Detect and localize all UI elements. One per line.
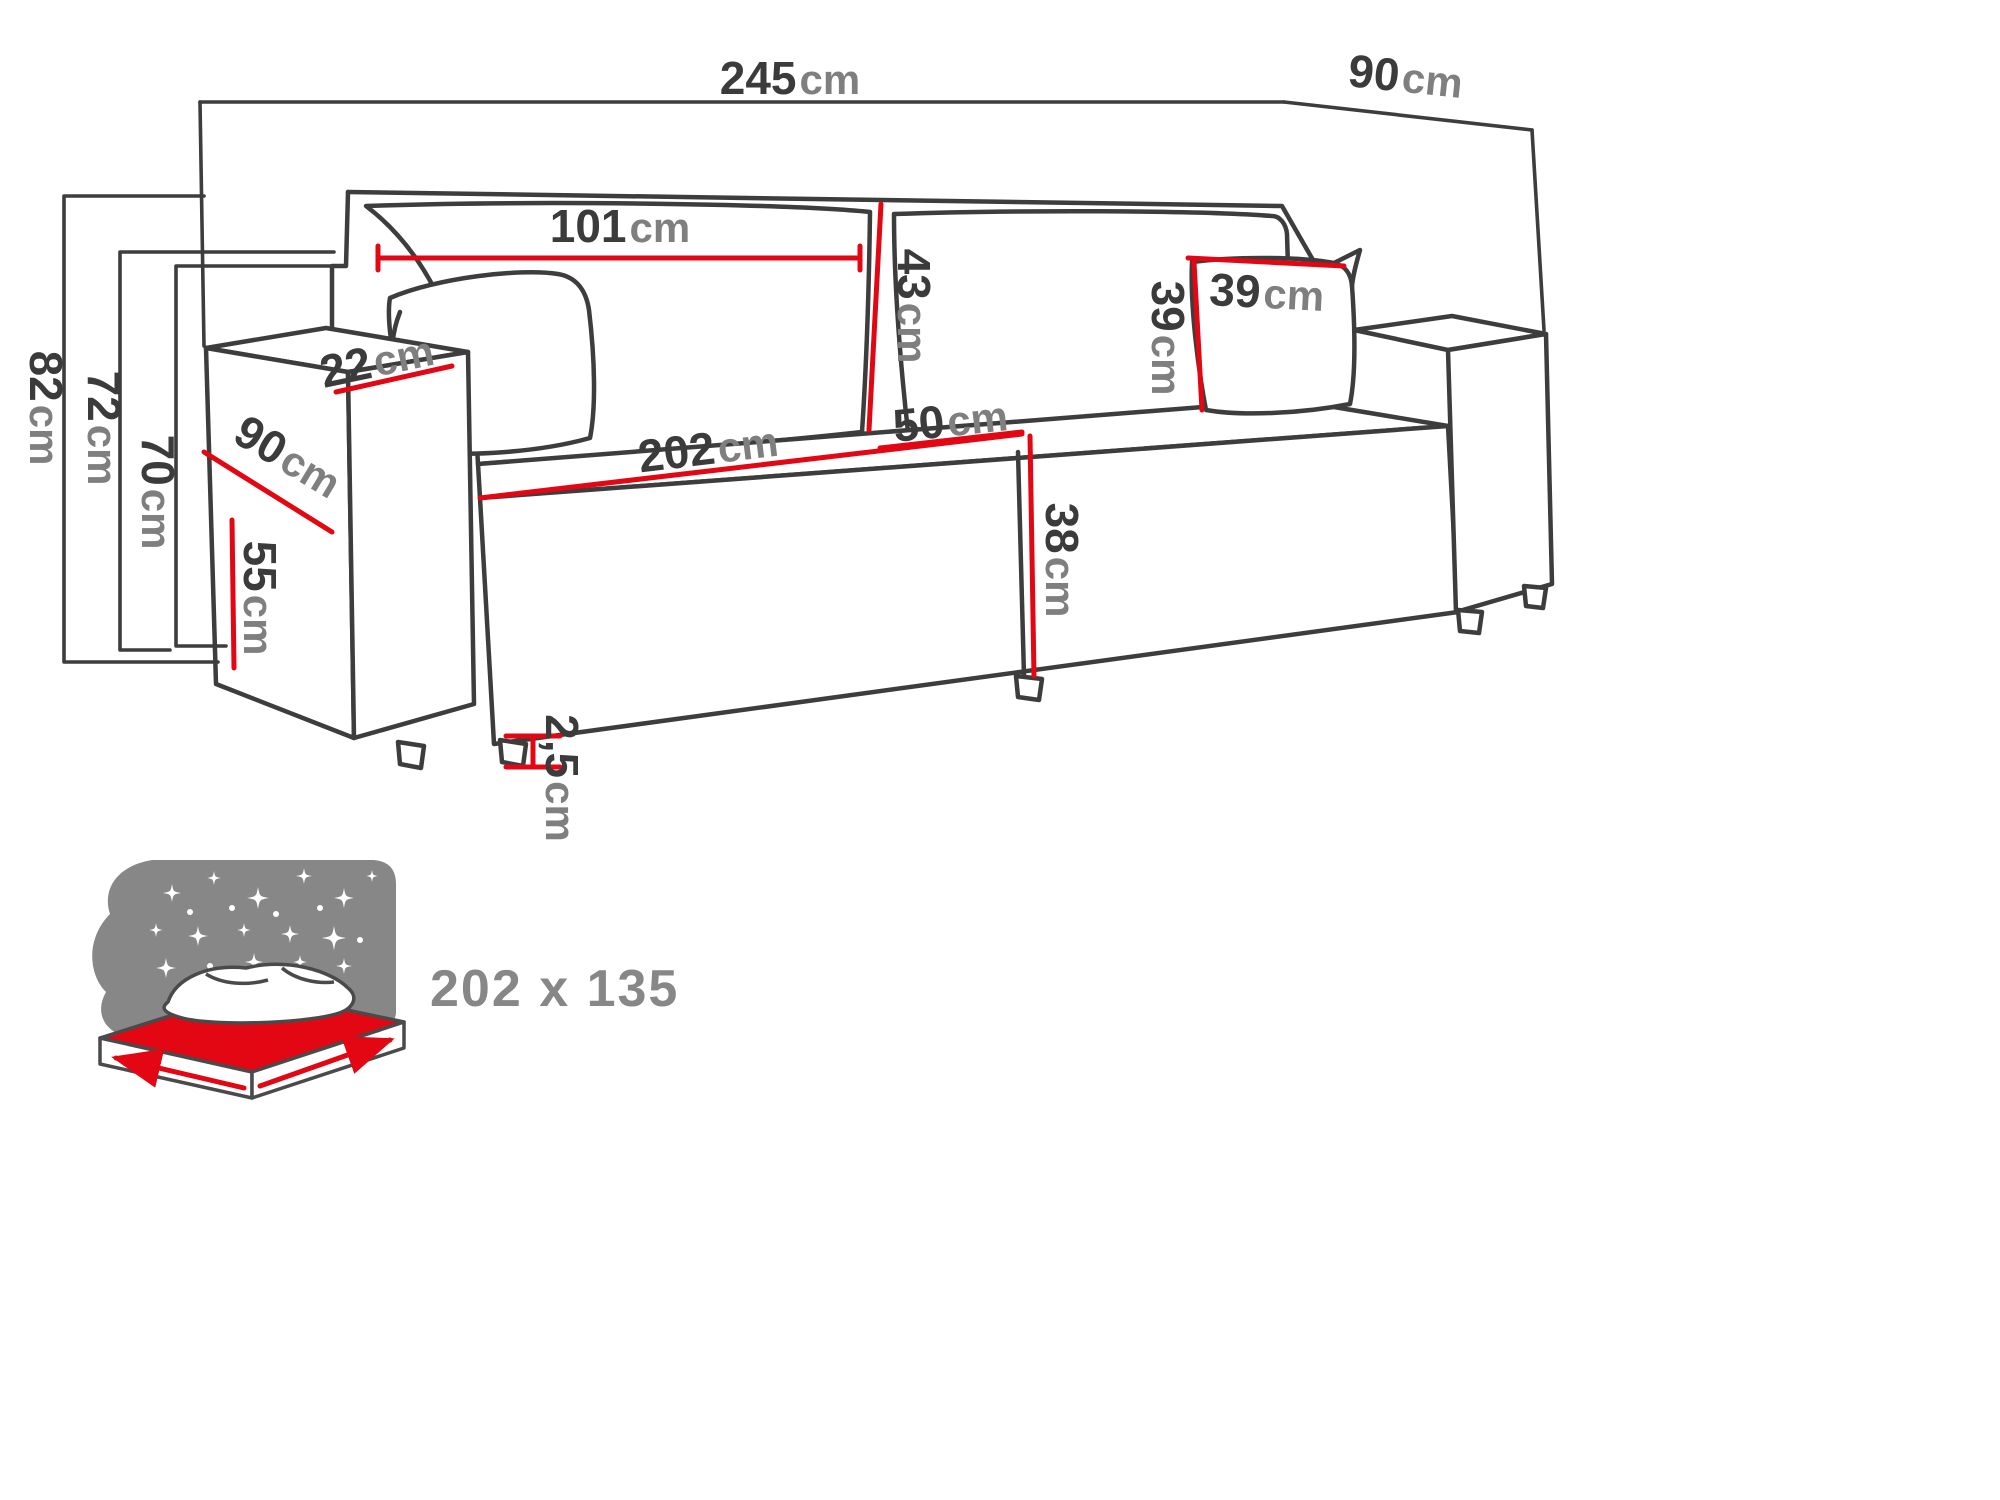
label-overall-height: 82cm: [20, 351, 72, 466]
star-icon: [156, 958, 176, 978]
label-seat-depth: 50cm: [890, 388, 1010, 452]
dim-extension-right: [1530, 128, 1546, 332]
label-seat-height: 38cm: [1036, 503, 1088, 618]
label-leg-height: 2,5cm: [536, 714, 588, 842]
star-dot: [229, 905, 235, 911]
dim-line-seat-height: [1027, 433, 1037, 679]
dim-line-height-70: [174, 264, 344, 648]
star-icon: [245, 953, 263, 971]
armrest-right-front: [1445, 331, 1555, 615]
leg: [1455, 607, 1485, 636]
label-overall-depth: 90cm: [1346, 44, 1466, 108]
dim-line-armrest-depth: [201, 449, 335, 535]
star-icon: [281, 925, 299, 943]
star-icon: [163, 884, 181, 902]
star-dot: [273, 911, 279, 917]
star-icon: [334, 888, 354, 908]
label-seat-width: 202cm: [635, 414, 781, 483]
duvet-fold: [205, 972, 269, 986]
label-pillow-height: 39cm: [1142, 281, 1194, 396]
star-icon: [293, 955, 307, 969]
label-backrest-cushion-height: 43cm: [888, 249, 940, 364]
star-icon: [336, 958, 352, 974]
star-icon: [247, 887, 269, 909]
dimension-lines-red: [201, 201, 1347, 770]
sleeping-function-icon: 202 x 135: [92, 860, 679, 1100]
leg: [1013, 673, 1045, 703]
leg: [395, 739, 427, 771]
label-backrest-cushion-width: 101cm: [550, 200, 690, 252]
label-pillow-width: 39cm: [1208, 263, 1325, 321]
sofa-legs: [395, 583, 1549, 771]
armrest-left-front: [345, 349, 477, 741]
star-icon: [188, 926, 208, 946]
leg: [497, 737, 529, 769]
label-armrest-front-height: 55cm: [234, 541, 286, 656]
duvet-fold: [280, 966, 335, 985]
dim-line-armrest-front-height: [229, 517, 237, 671]
label-overall-width: 245cm: [720, 52, 860, 104]
dim-line-backrest-height: [866, 201, 884, 433]
mattress-width-arrow: [111, 1048, 247, 1091]
dim-line-overall-depth: [1282, 100, 1534, 132]
star-dot: [187, 909, 193, 915]
star-icon: [322, 926, 346, 950]
star-icon: [366, 870, 378, 882]
dim-line-height-72: [118, 250, 336, 652]
dim-line-seat-width: [477, 431, 1025, 501]
dim-line-leg-height: [503, 733, 563, 770]
star-dot: [357, 937, 363, 943]
stars: [149, 868, 378, 978]
sleeping-area-size-label: 202 x 135: [430, 960, 679, 1018]
star-icon: [296, 868, 312, 884]
star-icon: [149, 923, 163, 937]
dim-line-pillow-width: [1185, 255, 1347, 269]
mattress-length-arrow: [257, 1036, 395, 1089]
star-dot: [317, 905, 323, 911]
dim-line-armrest-width: [333, 363, 455, 395]
dim-extension-left: [198, 100, 206, 348]
star-dot: [207, 963, 213, 969]
seat-split-seam: [1015, 449, 1027, 679]
label-backrest-height-floor: 72cm: [78, 371, 130, 486]
dim-line-height-82: [62, 194, 220, 664]
leg: [1521, 583, 1549, 611]
dimension-lines-gray: [62, 100, 1546, 664]
star-icon: [237, 923, 251, 937]
dim-line-backrest-width: [375, 243, 863, 273]
label-armrest-height-floor: 70cm: [132, 435, 184, 550]
dim-line-pillow-height: [1191, 259, 1205, 413]
star-icon: [207, 871, 221, 885]
throw-pillow-right-corner: [1331, 247, 1363, 289]
